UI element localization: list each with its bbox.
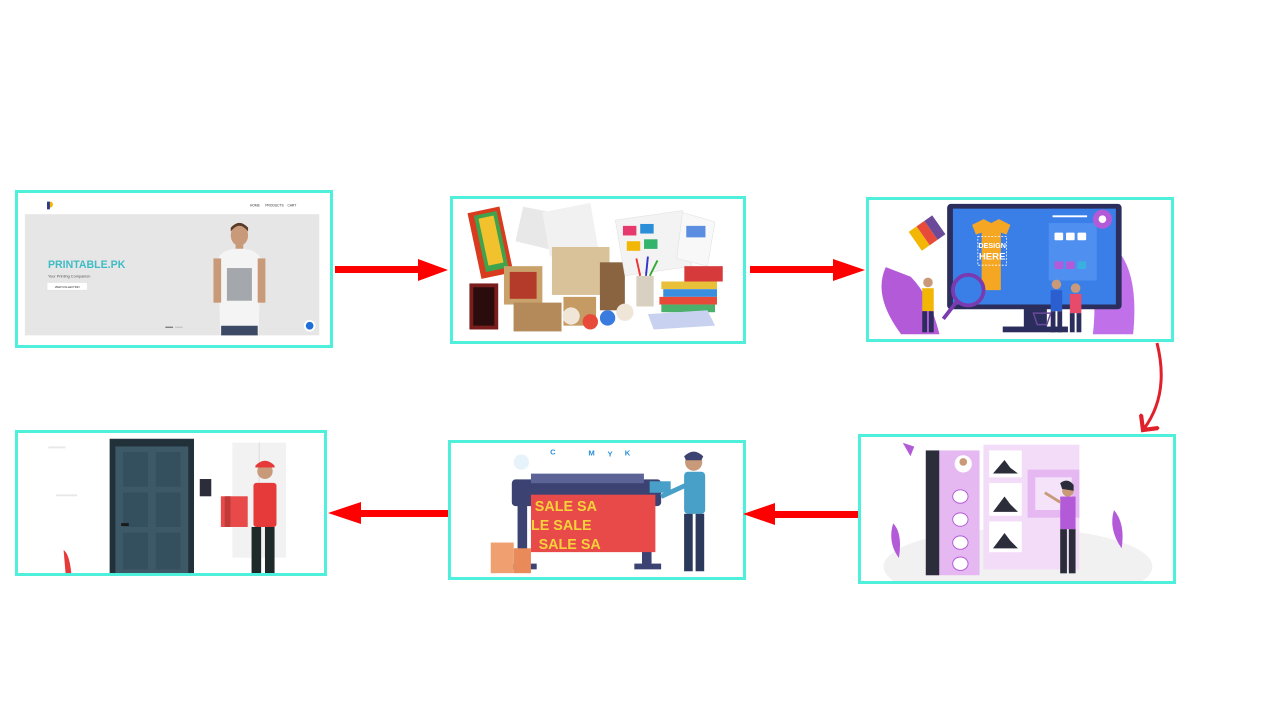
brand-tagline: Your Printing Companion [48,275,90,279]
arrow-step2-to-step3 [750,259,865,281]
step-4-mockup-frame [858,434,1176,584]
nav-home[interactable]: HOME [250,203,261,207]
intercom-icon [199,479,212,497]
arrow-step5-to-step6 [328,502,448,524]
arrow-step3-to-step4 [1143,342,1163,430]
cmyk-label-m: M [588,448,594,457]
step-3-design-frame: DESIGN HERE [866,197,1174,342]
step-6-delivery-frame [15,430,327,576]
banner-row-3: SALE SA [539,537,601,553]
printer-control-panel [649,481,671,493]
view-collection-button[interactable] [46,282,88,291]
shirt-text-here: HERE [979,251,1006,262]
logo-icon [46,201,53,210]
magnifier-icon [950,272,986,308]
door-handle-icon [121,523,129,527]
model-photo [213,222,266,336]
brand-title: PRINTABLE.PK [48,259,126,271]
view-collection-label: VIEW COLLECTION [55,285,80,289]
step-1-website-frame: HOME PRODUCTS CART PRINTABLE.PK Your Pri… [15,190,333,348]
banner-row-1: SALE SA [535,499,597,515]
website-screenshot: HOME PRODUCTS CART PRINTABLE.PK Your Pri… [21,193,327,345]
mockup-review-illustration [864,437,1170,581]
banner-row-2: LE SALE [531,518,592,534]
doorstep-delivery-illustration [21,433,321,573]
arrow-step4-to-step5 [743,503,858,525]
printed-banner [530,494,656,553]
cmyk-label-k: K [625,448,631,457]
step-2-products-frame [450,196,746,344]
arrow-step1-to-step2 [335,259,448,281]
shirt-text-design: DESIGN [978,242,1006,250]
cmyk-label-y: Y [608,449,613,458]
step-5-printing-frame: C M Y K SALE SA LE SALE SALE SA [448,440,746,580]
design-illustration: DESIGN HERE [872,200,1168,339]
color-swatch-icon [908,215,946,251]
hero-banner [24,214,320,336]
large-format-printing-illustration: C M Y K SALE SA LE SALE SALE SA [454,443,740,577]
nav-cart[interactable]: CART [288,203,297,207]
print-products-illustration [456,199,740,341]
cart-icon [1032,312,1052,326]
nav-products[interactable]: PRODUCTS [265,203,284,207]
cmyk-label-c: C [550,447,556,456]
